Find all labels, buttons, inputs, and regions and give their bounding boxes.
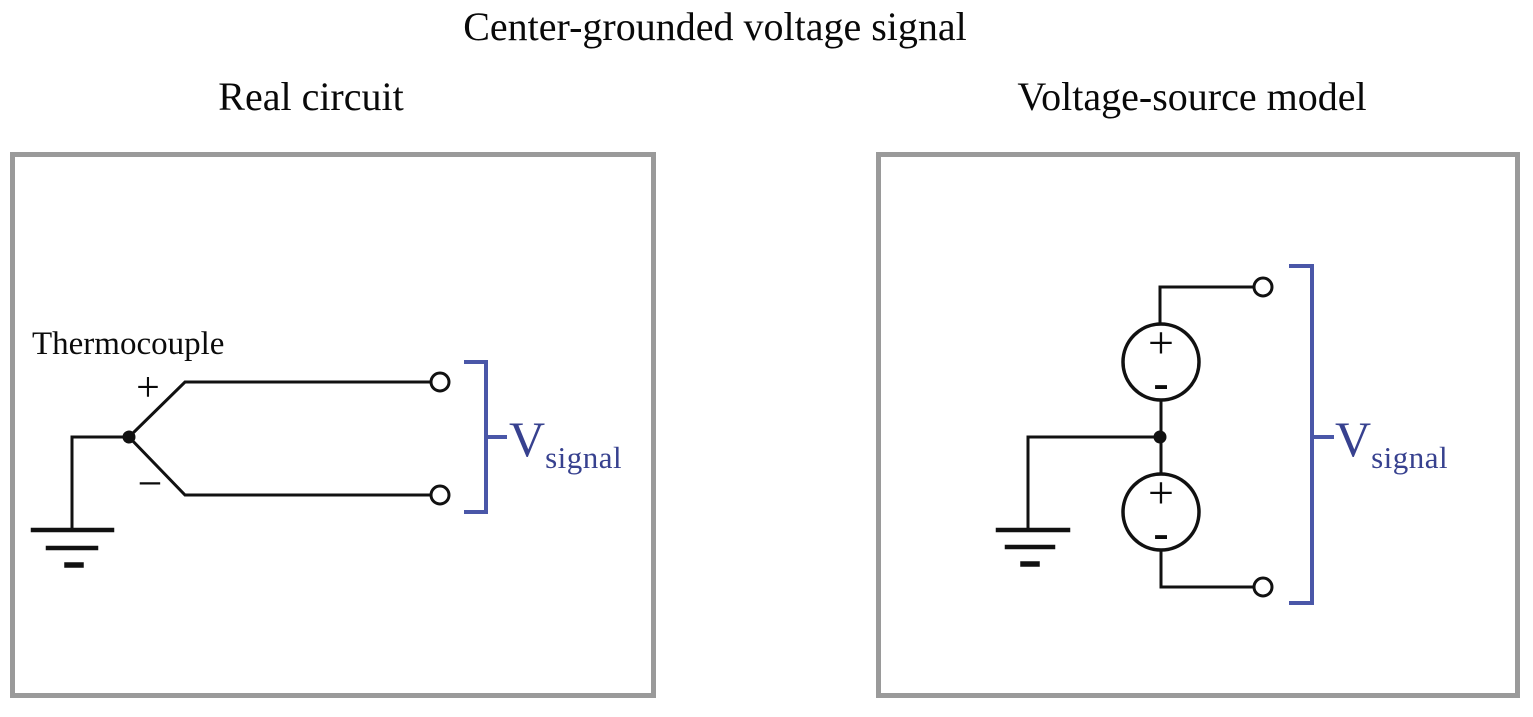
bottom-source-minus-sign: - bbox=[1153, 507, 1169, 558]
page-title: Center-grounded voltage signal bbox=[463, 4, 967, 49]
left-panel-heading: Real circuit bbox=[218, 74, 404, 119]
vsignal-right-base: V bbox=[1335, 411, 1372, 467]
thermocouple-minus-sign: − bbox=[137, 459, 163, 508]
thermocouple-label: Thermocouple bbox=[32, 326, 225, 362]
top-source-plus-sign: + bbox=[1148, 317, 1174, 368]
bottom-source-plus-sign: + bbox=[1148, 467, 1174, 518]
top-source-minus-sign: - bbox=[1153, 357, 1169, 408]
vsignal-label-left: Vsignal bbox=[509, 414, 622, 473]
thermocouple-plus-sign: + bbox=[136, 365, 160, 411]
vsignal-right-subscript: signal bbox=[1371, 440, 1449, 475]
voltage-source-model-panel bbox=[876, 152, 1520, 698]
vsignal-left-subscript: signal bbox=[545, 440, 623, 475]
right-panel-heading: Voltage-source model bbox=[1017, 74, 1367, 119]
vsignal-left-base: V bbox=[509, 411, 546, 467]
vsignal-label-right: Vsignal bbox=[1335, 414, 1448, 473]
